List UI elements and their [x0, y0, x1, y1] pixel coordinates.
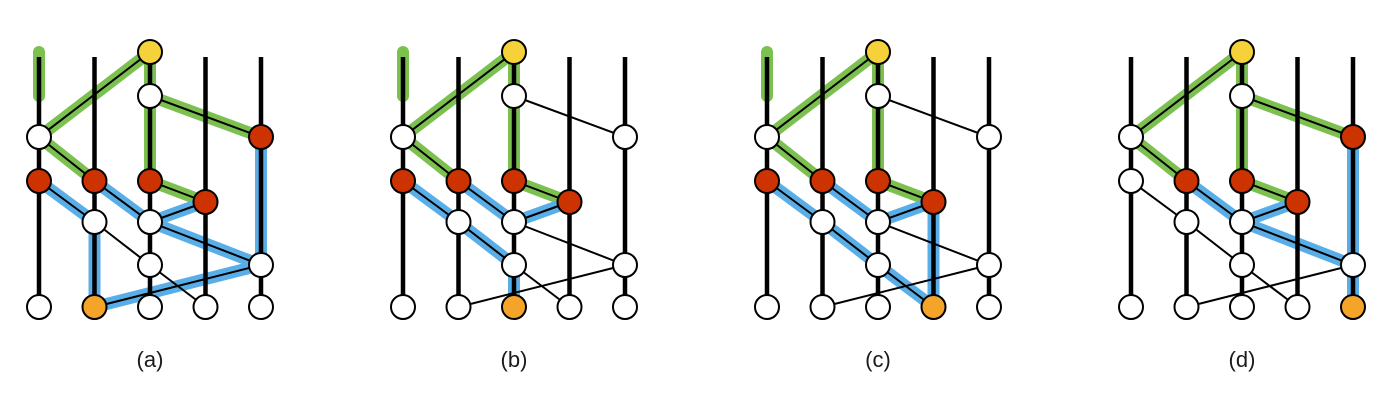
- red-node: [754, 168, 780, 194]
- white-node: [501, 83, 527, 109]
- white-node: [1173, 294, 1200, 320]
- edge-line: [877, 221, 990, 266]
- red-node: [1340, 124, 1366, 150]
- red-node: [137, 168, 163, 194]
- edge-line: [458, 264, 626, 308]
- white-node: [754, 124, 780, 150]
- white-node: [1229, 294, 1255, 320]
- caption-c: (c): [865, 347, 891, 372]
- white-node: [1118, 168, 1144, 194]
- red-node: [865, 168, 891, 194]
- white-node: [390, 124, 416, 150]
- edge-line: [38, 51, 151, 138]
- red-node: [556, 189, 583, 215]
- white-node: [137, 252, 163, 278]
- red-node: [26, 168, 52, 194]
- caption-d: (d): [1228, 347, 1256, 372]
- white-node: [26, 124, 52, 150]
- white-node: [1118, 294, 1144, 320]
- white-node: [137, 294, 163, 320]
- white-node: [137, 209, 163, 235]
- edge-line: [149, 221, 262, 266]
- white-node: [612, 252, 638, 278]
- white-node: [501, 252, 527, 278]
- yellow-node: [1229, 39, 1255, 65]
- white-node: [390, 294, 416, 320]
- white-node: [1118, 124, 1144, 150]
- white-node: [976, 252, 1002, 278]
- white-node: [865, 209, 891, 235]
- white-node: [612, 124, 638, 150]
- red-node: [1284, 189, 1311, 215]
- white-node: [81, 209, 108, 235]
- edge-line: [402, 51, 515, 138]
- white-node: [1229, 83, 1255, 109]
- white-node: [865, 83, 891, 109]
- yellow-node: [137, 39, 163, 65]
- white-node: [865, 252, 891, 278]
- panel-c: [754, 39, 1002, 320]
- white-node: [1229, 209, 1255, 235]
- white-node: [26, 294, 52, 320]
- edge-line: [822, 264, 990, 308]
- white-node: [1284, 294, 1311, 320]
- red-node: [248, 124, 274, 150]
- red-node: [1229, 168, 1255, 194]
- white-node: [445, 294, 472, 320]
- edge-line: [513, 95, 626, 138]
- caption-b: (b): [500, 347, 528, 372]
- edge-line: [1186, 264, 1354, 308]
- red-node: [920, 189, 947, 215]
- white-node: [809, 294, 836, 320]
- orange-node: [81, 294, 108, 320]
- red-node: [390, 168, 416, 194]
- orange-node: [1340, 294, 1366, 320]
- yellow-node: [865, 39, 891, 65]
- white-node: [137, 83, 163, 109]
- edge-line: [1241, 95, 1354, 138]
- red-node: [809, 168, 836, 194]
- yellow-node: [501, 39, 527, 65]
- edge-line: [1241, 221, 1354, 266]
- white-node: [1173, 209, 1200, 235]
- orange-node: [920, 294, 947, 320]
- white-node: [976, 294, 1002, 320]
- edge-line: [877, 95, 990, 138]
- white-node: [976, 124, 1002, 150]
- red-node: [81, 168, 108, 194]
- caption-a: (a): [136, 347, 164, 372]
- white-node: [612, 294, 638, 320]
- white-node: [192, 294, 219, 320]
- white-node: [865, 294, 891, 320]
- white-node: [445, 209, 472, 235]
- edge-line: [513, 221, 626, 266]
- white-node: [501, 209, 527, 235]
- white-node: [809, 209, 836, 235]
- red-node: [192, 189, 219, 215]
- red-node: [1173, 168, 1200, 194]
- white-node: [248, 294, 274, 320]
- orange-node: [501, 294, 527, 320]
- white-node: [248, 252, 274, 278]
- white-node: [754, 294, 780, 320]
- edge-line: [149, 95, 262, 138]
- white-node: [556, 294, 583, 320]
- panel-d: [1118, 39, 1366, 320]
- red-node: [501, 168, 527, 194]
- edge-line: [1130, 51, 1243, 138]
- red-node: [445, 168, 472, 194]
- white-node: [1340, 252, 1366, 278]
- panel-a: [26, 39, 274, 320]
- panel-b: [390, 39, 638, 320]
- edge-line: [766, 51, 879, 138]
- white-node: [1229, 252, 1255, 278]
